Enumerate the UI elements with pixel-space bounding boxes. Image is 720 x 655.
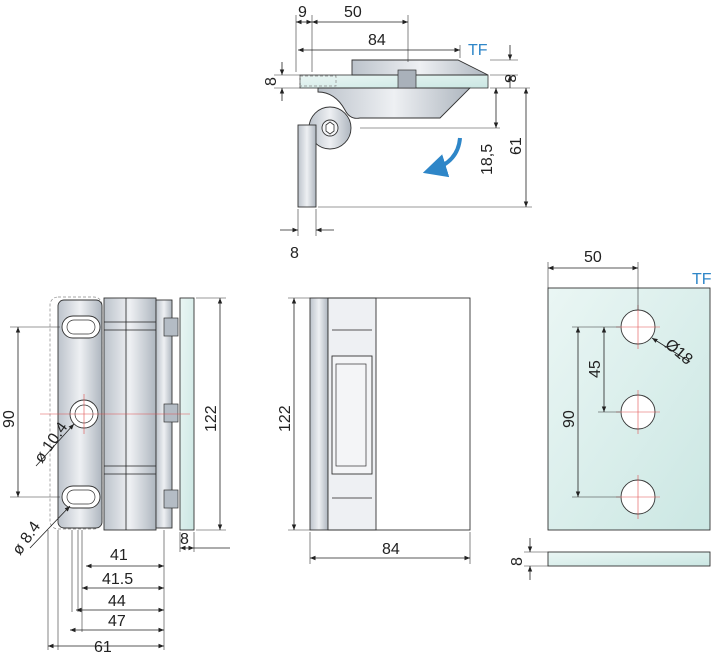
- dim-8-left-label: 8: [263, 77, 280, 86]
- glass-view-tf-label: TF: [692, 271, 712, 288]
- dim-90-label: 90: [1, 410, 18, 428]
- hex-socket-icon: [325, 121, 335, 135]
- glass-tf-label: TF: [468, 42, 488, 59]
- top-slot: [61, 315, 101, 339]
- screw-head-middle: [163, 403, 179, 423]
- dim-18-5-label: 18,5: [479, 144, 496, 175]
- screw-head-bottom: [163, 489, 179, 509]
- dim-61-label: 61: [508, 137, 525, 155]
- dim-41-label: 41: [110, 547, 128, 564]
- glass-dim-50-label: 50: [584, 249, 602, 266]
- dim-44-label: 44: [108, 593, 126, 610]
- top-screw-block: [397, 69, 417, 89]
- dim-47-label: 47: [108, 613, 126, 630]
- screw-head-top: [163, 317, 179, 337]
- bottom-slot: [61, 485, 101, 509]
- front-recess: [331, 355, 373, 475]
- glass-view: 50 TF Ø18 45 90 8: [509, 249, 712, 580]
- front-wall-plate: [309, 297, 329, 531]
- dim-84-label: 84: [368, 32, 386, 49]
- front-dim-84-label: 84: [382, 541, 400, 558]
- top-slot-inner: [66, 319, 96, 335]
- dim-8-bottom-label: 8: [290, 245, 299, 262]
- dim-61-side-label: 61: [94, 639, 112, 655]
- front-view: 122 84: [277, 297, 471, 564]
- dim-8-glass-label: 8: [180, 531, 189, 548]
- front-recess-inner: [335, 363, 367, 467]
- dim-8-right-label: 8: [501, 74, 518, 83]
- dim-9-label: 9: [298, 4, 307, 21]
- curved-arrow-icon: [422, 137, 462, 178]
- glass-edge-strip: [547, 551, 711, 567]
- glass-dim-8-label: 8: [509, 557, 526, 566]
- dim-50-label: 50: [344, 4, 362, 21]
- side-view: 90 ø 10.4 ø 8.4 122 8 41 41.5 44 47: [1, 296, 230, 655]
- top-view: 9 50 84 TF 8 8 18,5 61 8: [263, 4, 532, 262]
- front-dim-122-label: 122: [277, 405, 294, 432]
- top-ghost-outline: [299, 75, 337, 87]
- top-hinge-body: [317, 87, 472, 119]
- bottom-slot-inner: [66, 489, 96, 505]
- dim-122-label: 122: [203, 405, 220, 432]
- top-wall-leaf: [297, 124, 317, 208]
- dim-41-5-label: 41.5: [102, 571, 133, 588]
- top-glass-panel: [299, 74, 489, 89]
- glass-dim-90-label: 90: [561, 410, 578, 428]
- top-clamp-plate: [351, 59, 489, 76]
- glass-dim-45-label: 45: [587, 360, 604, 378]
